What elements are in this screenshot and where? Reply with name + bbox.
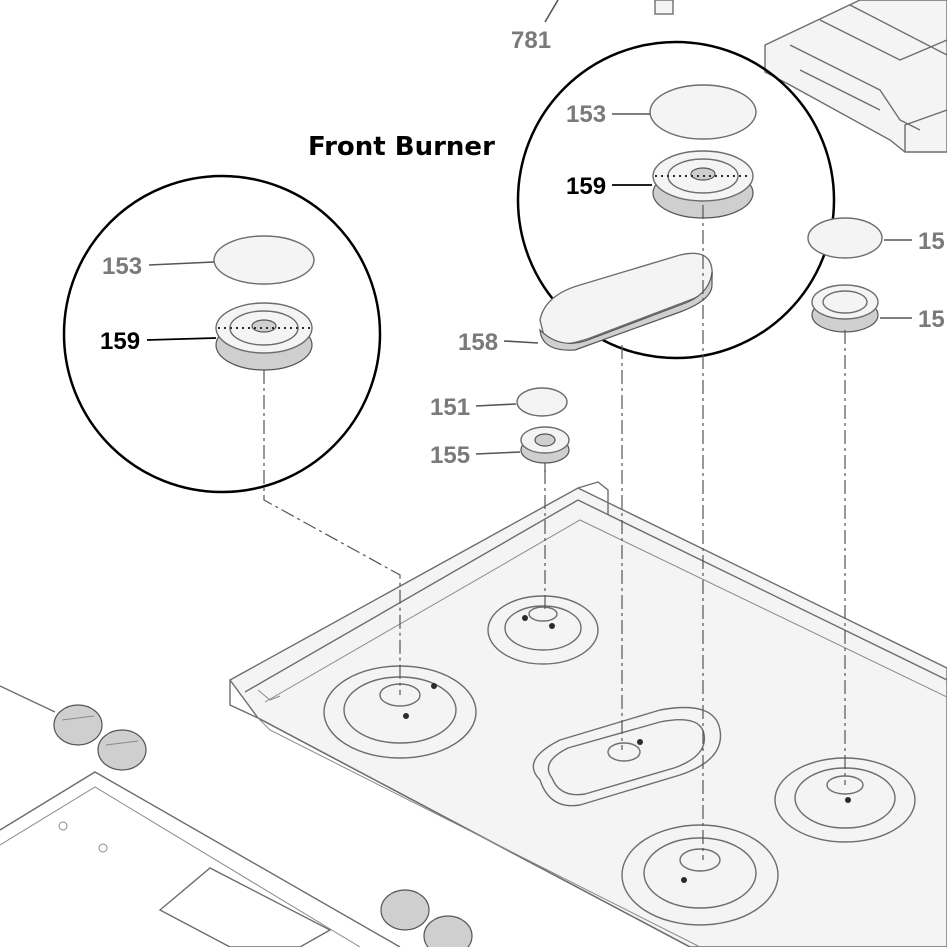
label-781: 781: [511, 27, 551, 54]
alignment-lines: [263, 205, 846, 860]
burner-cap-153-right: [649, 84, 757, 140]
burner-seat-oval-center: [532, 706, 722, 807]
burner-head-159-left: [215, 302, 313, 371]
label-155: 155: [430, 442, 470, 469]
oval-burner-cap-158: [539, 252, 713, 351]
burner-seat-left-rear: [323, 665, 477, 759]
control-knobs-left: [0, 685, 147, 771]
label-15-lower: 15: [918, 306, 945, 333]
title-front-burner: Front Burner: [308, 132, 495, 162]
burner-cap-153-left: [213, 235, 315, 285]
burner-seat-front: [621, 824, 779, 926]
burner-cap-right-edge: [807, 217, 883, 259]
label-151: 151: [430, 394, 470, 421]
label-153-top: 153: [566, 101, 606, 128]
burner-head-155: [520, 426, 570, 472]
callout-circle-right: [516, 40, 836, 360]
burner-seat-small: [487, 595, 599, 665]
cooktop-body: [228, 481, 947, 947]
label-15-upper: 15: [918, 228, 945, 255]
callout-circle-left: [62, 174, 382, 494]
leader-lines: [146, 113, 912, 455]
label-159-left: 159: [100, 328, 140, 355]
burner-grate: [764, 0, 947, 153]
label-158: 158: [458, 329, 498, 356]
burner-head-159-right: [652, 150, 754, 219]
control-panel: [0, 771, 473, 947]
part-781-fragment: [544, 0, 674, 23]
burner-seat-front-right: [774, 757, 916, 843]
label-159-top: 159: [566, 173, 606, 200]
burner-head-right-edge: [811, 284, 879, 333]
burner-cap-151: [516, 387, 568, 417]
label-153-left: 153: [102, 253, 142, 280]
